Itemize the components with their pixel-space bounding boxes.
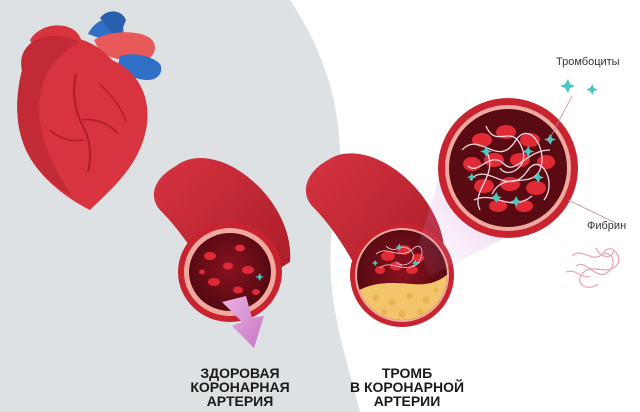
caption-thrombus-line-3: АРТЕРИИ bbox=[332, 394, 482, 408]
caption-healthy-artery: ЗДОРОВАЯ КОРОНАРНАЯ АРТЕРИЯ bbox=[165, 366, 315, 408]
zoom-circle bbox=[438, 98, 578, 238]
caption-healthy-line-2: КОРОНАРНАЯ bbox=[165, 380, 315, 394]
caption-thrombus-line-1: ТРОМБ bbox=[332, 366, 482, 380]
fibrin-label: Фибрин bbox=[587, 220, 626, 232]
caption-thrombus-artery: ТРОМБ В КОРОНАРНОЙ АРТЕРИИ bbox=[332, 366, 482, 408]
fibrin-legend-icon bbox=[566, 248, 619, 287]
caption-healthy-line-3: АРТЕРИЯ bbox=[165, 394, 315, 408]
caption-thrombus-line-2: В КОРОНАРНОЙ bbox=[332, 380, 482, 394]
caption-healthy-line-1: ЗДОРОВАЯ bbox=[165, 366, 315, 380]
platelets-label: Тромбоциты bbox=[556, 56, 620, 68]
platelet-legend-icons bbox=[560, 79, 598, 95]
